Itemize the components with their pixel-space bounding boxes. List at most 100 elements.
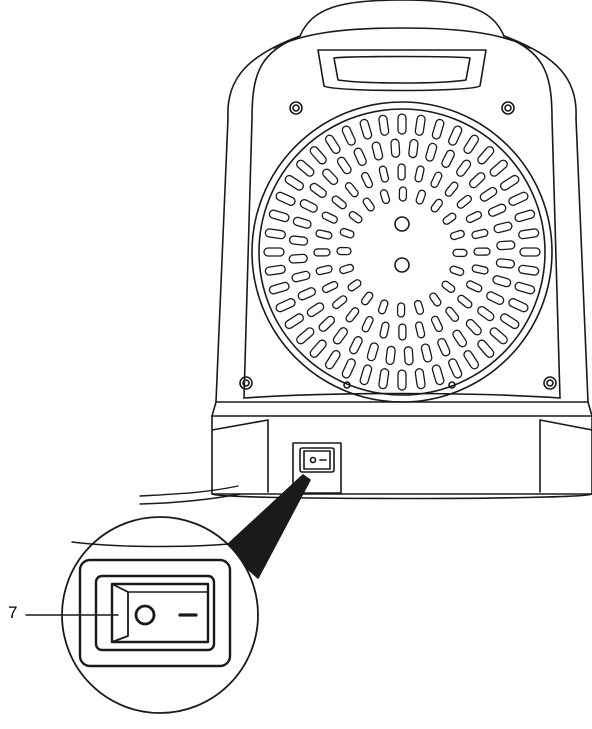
- grille-slot: [398, 323, 407, 341]
- grille-slot: [415, 189, 427, 205]
- grille-slot: [420, 343, 433, 363]
- grille-slot: [465, 318, 482, 336]
- grille-slot: [430, 198, 444, 213]
- grille-slot: [377, 299, 389, 315]
- grille-slot: [445, 306, 460, 322]
- grille-slot: [359, 118, 373, 140]
- grille-slot: [414, 165, 425, 183]
- grille-slot: [264, 264, 286, 276]
- grille-slot: [452, 329, 468, 348]
- grille-slot: [397, 163, 406, 181]
- grille-slot: [379, 189, 391, 205]
- grille-slot: [315, 229, 333, 240]
- grille-slot: [264, 228, 286, 240]
- grille-slot: [288, 253, 308, 264]
- grille-slot: [296, 327, 315, 345]
- power-cord: [139, 485, 241, 505]
- grille-slot: [479, 186, 498, 202]
- grille-slot: [477, 339, 495, 358]
- grille-slot: [324, 350, 341, 370]
- grille-slot: [341, 358, 356, 379]
- grille-slot: [339, 263, 355, 275]
- grille-slot: [284, 313, 304, 330]
- grille-slot: [275, 191, 296, 206]
- grille-slot: [347, 279, 362, 292]
- grille-slot: [398, 186, 408, 202]
- grille-slot: [396, 302, 406, 318]
- grille-slot: [452, 248, 468, 258]
- grille-slot: [456, 194, 472, 209]
- grille-slot: [414, 321, 426, 339]
- grille-slot: [324, 134, 341, 154]
- grille-slot: [429, 292, 442, 307]
- grille-slot: [431, 364, 445, 386]
- grille-slot: [403, 346, 414, 366]
- heater-body: [211, 0, 592, 417]
- power-switch-small[interactable]: [292, 442, 342, 494]
- grille-slot: [518, 228, 540, 240]
- fan-grille: [251, 101, 553, 403]
- grille-slot: [414, 114, 426, 136]
- grille-slot: [489, 159, 508, 177]
- grille-slot: [449, 229, 465, 241]
- grille-slot: [360, 171, 374, 189]
- grille-slot: [318, 315, 336, 332]
- grille-slot: [362, 197, 375, 212]
- grille-slot: [288, 235, 309, 246]
- grille-slot: [437, 337, 451, 357]
- switch-detail-magnifier: [61, 516, 259, 714]
- grille-slot: [492, 275, 512, 288]
- grille-slot: [390, 138, 401, 158]
- grille-slot: [477, 146, 495, 165]
- grille-slot: [385, 345, 396, 366]
- grille-slot: [493, 221, 513, 234]
- grille-slot: [332, 327, 349, 345]
- grille-slot: [449, 265, 465, 277]
- grille-slot: [378, 165, 390, 183]
- grille-slot: [496, 240, 516, 251]
- grille-slot: [378, 114, 390, 136]
- grille-slot: [425, 142, 438, 162]
- grille-slot: [331, 195, 347, 210]
- grille-slot: [360, 291, 374, 306]
- heater-base: [211, 415, 592, 500]
- grille-slot: [441, 280, 456, 294]
- grille-slot: [465, 280, 483, 293]
- grille-slot: [275, 298, 296, 313]
- carry-handle: [317, 49, 487, 92]
- grille-slot: [473, 247, 491, 256]
- grille-slot: [309, 182, 327, 199]
- grille-slot: [468, 172, 486, 189]
- magnifier-connector: [223, 474, 311, 579]
- grille-slot: [361, 315, 374, 333]
- grille-slot: [263, 247, 285, 257]
- grille-slot: [345, 307, 360, 323]
- grille-slot: [413, 299, 425, 315]
- rocker-switch[interactable]: [110, 582, 210, 644]
- grille-slot: [336, 156, 352, 175]
- grille-slot: [471, 228, 489, 240]
- grille-slot: [408, 138, 419, 159]
- grille-slot: [495, 258, 516, 269]
- grille-slot: [359, 364, 373, 386]
- grille-slot: [353, 147, 367, 167]
- grille-slot: [508, 191, 529, 206]
- grille-slot: [514, 209, 536, 223]
- grille-slot: [379, 321, 390, 339]
- grille-slot: [348, 210, 363, 224]
- grille-slot: [296, 159, 315, 177]
- grille-slot: [309, 146, 327, 165]
- grille-slot: [284, 174, 304, 191]
- grille-slot: [471, 264, 489, 275]
- grille-slot: [444, 181, 459, 197]
- grille-slot: [441, 149, 455, 168]
- grille-slot: [414, 368, 426, 390]
- grille-slot: [519, 247, 541, 257]
- grille-slot: [397, 369, 407, 391]
- grille-slot: [341, 125, 356, 146]
- grille-slot: [321, 280, 339, 294]
- grille-slot: [268, 281, 290, 295]
- grille-slot: [489, 327, 508, 345]
- grille-slot: [292, 216, 312, 229]
- housing-screws: [239, 101, 557, 390]
